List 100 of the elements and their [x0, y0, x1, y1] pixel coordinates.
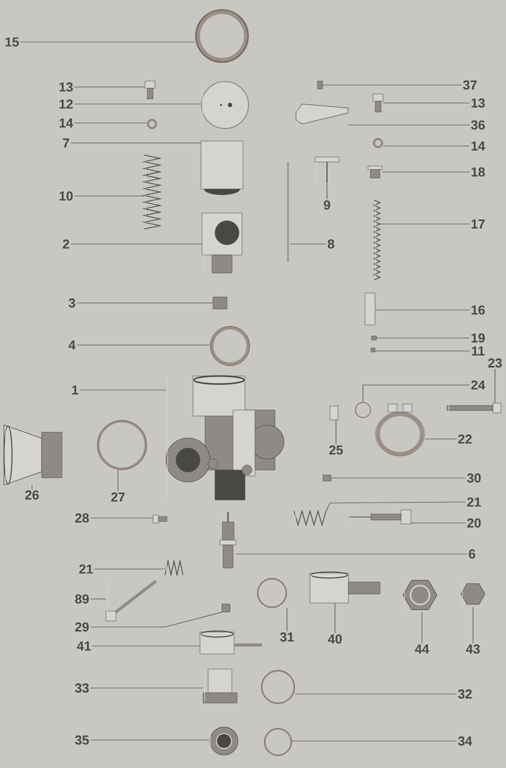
small-part: [222, 604, 230, 612]
callout-number: 4: [68, 340, 76, 350]
part-drawing: [142, 154, 162, 230]
callout-number: 21: [79, 564, 93, 574]
callout-number: 34: [458, 736, 472, 746]
callout-number: 29: [75, 622, 89, 632]
part-drawing: [200, 630, 262, 654]
callout-number: 36: [471, 120, 485, 130]
leader-line: [90, 598, 106, 600]
part-drawing: [164, 559, 184, 577]
leader-line: [424, 438, 457, 440]
ring-part: [355, 402, 371, 418]
part-drawing: [314, 156, 340, 184]
part-drawing: [348, 510, 412, 524]
callout-number: 6: [468, 549, 476, 559]
callout-number: 22: [458, 434, 472, 444]
callout-number: 89: [75, 594, 89, 604]
callout-number: 8: [328, 239, 334, 249]
small-part: [370, 348, 376, 352]
callout-number: 37: [463, 80, 477, 90]
leader-line: [410, 522, 466, 524]
part-drawing: [210, 726, 238, 756]
callout-number: 15: [6, 37, 19, 47]
leader-line: [374, 350, 470, 352]
part-drawing: [368, 166, 382, 178]
part-drawing: [106, 580, 157, 622]
callout-number: 44: [414, 644, 430, 654]
callout-number: 13: [60, 82, 73, 92]
part-drawing: [195, 9, 249, 63]
callout-number: 13: [472, 98, 485, 108]
callout-number: 43: [466, 644, 480, 654]
callout-number: 40: [328, 634, 342, 644]
callout-number: 32: [458, 689, 472, 699]
part-drawing: [202, 212, 242, 274]
callout-number: 1: [72, 386, 78, 394]
leader-line: [74, 122, 148, 124]
ring-part: [373, 138, 383, 148]
ring-part: [264, 728, 292, 756]
leader-line: [76, 302, 214, 304]
leader-line: [76, 344, 210, 346]
part-drawing: [201, 81, 249, 129]
callout-number: 19: [472, 333, 485, 343]
callout-number: 27: [111, 492, 125, 502]
callout-number: 9: [324, 200, 330, 210]
part-drawing: [152, 514, 168, 524]
small-part: [200, 140, 244, 195]
ring-part: [210, 326, 250, 366]
leader-line: [74, 86, 146, 88]
leader-line: [90, 612, 222, 628]
part-drawing: [373, 200, 381, 280]
callout-number: 18: [472, 167, 485, 177]
part-drawing: [310, 572, 380, 604]
ring-part: [261, 670, 295, 704]
small-part: [364, 292, 376, 326]
leader-line: [334, 602, 336, 634]
callout-number: 20: [467, 518, 481, 528]
leader-line: [494, 368, 496, 404]
small-part: [212, 296, 228, 310]
leader-line: [348, 124, 470, 126]
part-drawing: [402, 579, 438, 611]
callout-number: 41: [76, 642, 91, 650]
small-part: [330, 406, 338, 420]
leader-line: [286, 608, 288, 632]
callout-number: 3: [68, 298, 76, 308]
small-part: [322, 474, 332, 482]
small-part: [317, 80, 323, 90]
part-drawing: [460, 582, 486, 606]
ring-part: [257, 578, 287, 608]
callout-number: 26: [25, 490, 39, 500]
leader-line: [472, 606, 474, 644]
part-drawing: [4, 424, 62, 486]
callout-number: 14: [472, 142, 486, 150]
leader-line: [292, 740, 457, 742]
leader-line: [322, 84, 462, 86]
callout-number: 30: [467, 473, 481, 483]
callout-number: 11: [472, 346, 485, 356]
part-drawing: [446, 402, 502, 414]
callout-number: 2: [62, 239, 70, 249]
ring-part: [97, 420, 147, 470]
ring-part: [375, 404, 425, 456]
callout-number: 21: [467, 497, 481, 507]
leader-line: [382, 102, 470, 104]
callout-number: 28: [75, 513, 89, 523]
callout-number: 23: [488, 358, 502, 368]
callout-number: 7: [62, 138, 70, 148]
part-drawing: [296, 101, 348, 125]
part-drawing: [202, 668, 238, 704]
part-drawing: [144, 80, 156, 100]
callout-number: 31: [280, 632, 294, 642]
callout-number: 12: [60, 99, 73, 109]
part-drawing: [220, 512, 236, 568]
part-drawing: [294, 510, 326, 526]
leader-line: [70, 142, 202, 144]
leader-line: [94, 568, 166, 570]
small-part: [371, 336, 377, 340]
part-drawing: [166, 375, 284, 500]
callout-number: 25: [329, 445, 343, 455]
callout-number: 16: [472, 305, 485, 315]
ring-part: [147, 119, 157, 129]
leader-line: [326, 182, 328, 200]
